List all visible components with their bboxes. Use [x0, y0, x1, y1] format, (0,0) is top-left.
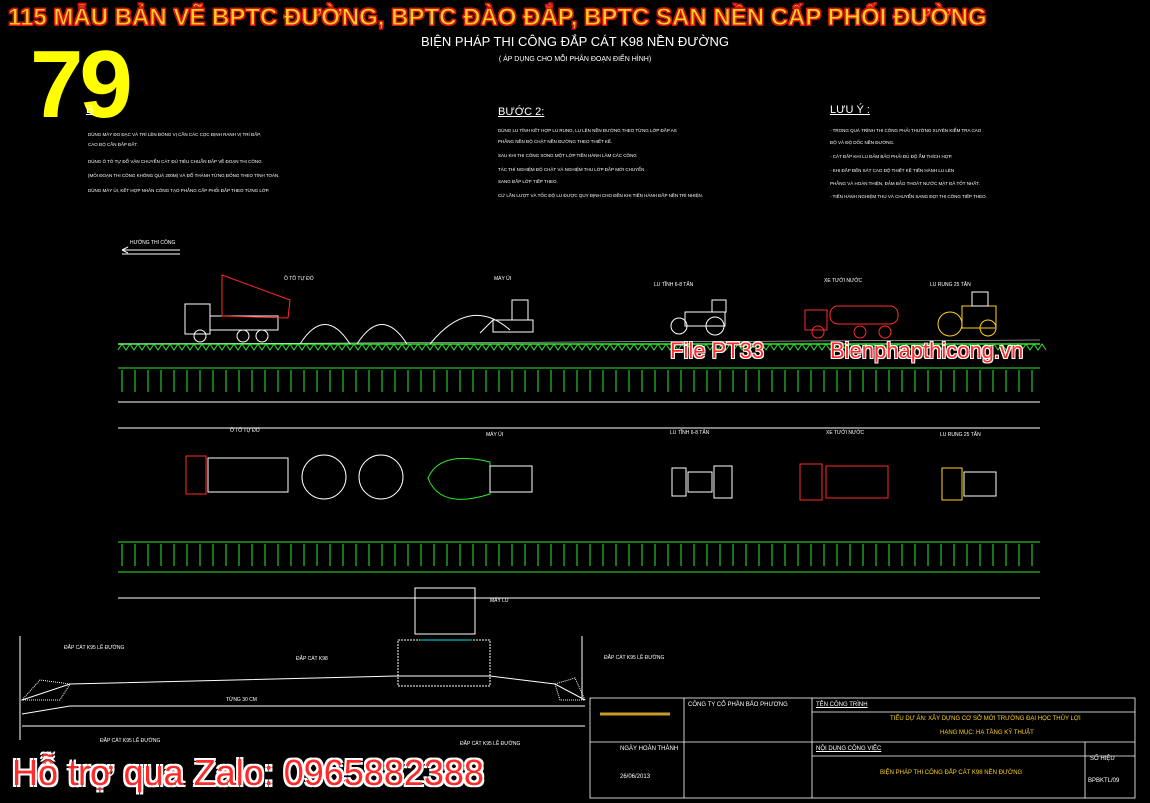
- step2-line: PHẲNG NỀN ĐỘ CHẶT NỀN ĐƯỜNG THEO THIẾT K…: [498, 139, 613, 144]
- zalo-support-text: Hỗ trợ qua Zalo: 0965882388: [12, 752, 484, 793]
- note-line: ĐỘ VÀ ĐỘ DỐC NỀN ĐƯỜNG.: [830, 140, 895, 145]
- plan-vibro-roller: [941, 467, 997, 501]
- note-line: - TRONG QUÁ TRÌNH THI CÔNG PHẢI THƯỜNG X…: [830, 128, 982, 133]
- label-left-slope: ĐẮP CÁT K95 LỀ ĐƯỜNG: [64, 645, 125, 651]
- notes-lines: - TRONG QUÁ TRÌNH THI CÔNG PHẢI THƯỜNG X…: [830, 128, 987, 199]
- plan-label-dump-truck: Ô TÔ TỰ ĐỔ: [230, 428, 260, 434]
- notes-header: LƯU Ý :: [830, 104, 870, 116]
- step2-lines: DÙNG LU TĨNH KẾT HỢP LU RUNG, LU LÊN NỀN…: [498, 128, 703, 198]
- label-layer: TỪNG 30 CM: [226, 697, 257, 703]
- label-bottom-left: ĐẮP CÁT K95 LỀ ĐƯỜNG: [100, 738, 161, 744]
- plan-label-static-roller: LU TĨNH 6-8 TẤN: [670, 430, 710, 436]
- tb-project-line2: HẠNG MỤC: HẠ TẦNG KỸ THUẬT: [940, 730, 1034, 736]
- title-block-frame: [589, 697, 1136, 799]
- plan-static-roller: [671, 465, 733, 499]
- ground-elevation: [117, 339, 1047, 351]
- note-line: PHẲNG VÀ HOÀN THIỆN, ĐẢM BẢO THOÁT NƯỚC …: [830, 181, 980, 186]
- note-line: - KHI ĐẮP ĐẾN SÁT CAO ĐỘ THIẾT KẾ TIẾN H…: [830, 168, 955, 173]
- plan-label-bulldozer: MÁY ỦI: [486, 432, 504, 438]
- watermark-file: File PT33: [670, 338, 765, 363]
- step2-line: SANG ĐẮP LỚP TIẾP THEO.: [498, 179, 558, 184]
- label-water-truck: XE TƯỚI NƯỚC: [824, 278, 863, 284]
- tb-content-label: NỘI DUNG CÔNG VIỆC: [816, 746, 882, 752]
- step2-line: SAU KHI THI CÔNG XONG MỘT LỚP TIẾN HÀNH …: [498, 153, 637, 158]
- tick-band-2: [118, 541, 1040, 599]
- sample-number: 79: [30, 31, 133, 138]
- tb-number-label: SỐ HIỆU: [1090, 756, 1115, 762]
- bulldozer-elevation: [479, 299, 534, 334]
- step1-header: B: [86, 104, 94, 116]
- label-dump-truck: Ô TÔ TỰ ĐỔ: [284, 276, 314, 282]
- tb-date-value: 26/06/2013: [620, 774, 651, 780]
- label-bulldozer: MÁY ỦI: [494, 276, 512, 282]
- step1-line: (MỖI ĐOẠN THI CÔNG KHÔNG QUÁ 200M) VÀ ĐỔ…: [88, 173, 280, 178]
- step1-line: DÙNG MÁY ĐO ĐẠC VÀ TRÍ LÊN ĐÓNG VỊ CẦN C…: [88, 132, 261, 137]
- tb-date-label: NGÀY HOÀN THÀNH: [620, 746, 679, 752]
- banner-title: 115 MẪU BẢN VẼ BPTC ĐƯỜNG, BPTC ĐÀO ĐẮP,…: [8, 4, 988, 32]
- label-bottom-right: ĐẮP CÁT K95 LỀ ĐƯỜNG: [460, 741, 521, 747]
- step1-lines: DÙNG MÁY ĐO ĐẠC VÀ TRÍ LÊN ĐÓNG VỊ CẦN C…: [88, 132, 280, 193]
- plan-sand-piles: [301, 454, 533, 500]
- step2-line: TÁC THÍ NGHIỆM ĐỘ CHẶT VÀ NGHIỆM THU LỚP…: [498, 167, 645, 172]
- step1-line: DÙNG Ô TÔ TỰ ĐỔ VẬN CHUYỂN CÁT ĐÚ TIÊU C…: [88, 159, 262, 164]
- plan-label-vibro-roller: LU RUNG 25 TẤN: [940, 432, 981, 438]
- direction-label: HƯỚNG THI CÔNG: [130, 240, 176, 246]
- step1-line: DÙNG MÁY ỦI, KẾT HỢP NHÂN CÔNG TẠO PHẲNG…: [88, 188, 270, 193]
- tb-number-value: BPBKTL/09: [1088, 778, 1120, 784]
- vibro-roller-elevation: [937, 291, 997, 337]
- step2-line: DÙNG LU TĨNH KẾT HỢP LU RUNG, LU LÊN NỀN…: [498, 128, 677, 133]
- note-line: - CÁT ĐẮP KHI LU ĐẢM BẢO PHẢI ĐỦ ĐỘ ẨM T…: [830, 154, 953, 159]
- tb-company: CÔNG TY CỔ PHẦN BẢO PHƯƠNG: [688, 702, 788, 708]
- label-right-slope: ĐẮP CÁT K95 LỀ ĐƯỜNG: [604, 655, 665, 661]
- step2-header: BƯỚC 2:: [498, 106, 545, 118]
- label-static-roller: LU TĨNH 6-8 TẤN: [654, 282, 694, 288]
- direction-arrow: [121, 246, 180, 255]
- drawing-subtitle: ( ÁP DỤNG CHO MỖI PHÂN ĐOẠN ĐIỂN HÌNH): [498, 56, 652, 63]
- tick-band-1: [118, 367, 1040, 429]
- dump-truck-elevation: [184, 274, 291, 343]
- step2-line: CỨ LẦN LƯỢT VÀ TỐC ĐỘ LU ĐƯỢC QUY ĐỊNH C…: [498, 193, 704, 198]
- drawing-title: BIỆN PHÁP THI CÔNG ĐẮP CÁT K98 NỀN ĐƯỜNG: [420, 34, 730, 49]
- tb-project-label: TÊN CÔNG TRÌNH: [816, 702, 868, 708]
- label-sand-k98: ĐẮP CÁT K98: [296, 656, 328, 662]
- plan-label-water-truck: XE TƯỚI NƯỚC: [826, 430, 865, 436]
- tb-content-value: BIỆN PHÁP THI CÔNG ĐẮP CÁT K98 NỀN ĐƯỜNG: [880, 770, 1023, 776]
- plan-water-truck: [799, 463, 889, 501]
- tb-project-line1: TIỂU DỰ ÁN: XÂY DỰNG CƠ SỞ MỚI TRƯỜNG ĐẠ…: [890, 716, 1081, 722]
- sand-piles-elevation: [299, 315, 511, 345]
- label-roller: MÁY LU: [490, 598, 509, 604]
- watermark-site: Bienphapthicong.vn: [830, 338, 1024, 363]
- note-line: - TIẾN HÀNH NGHIỆM THU VÀ CHUYỂN SANG ĐỢ…: [830, 194, 987, 199]
- water-truck-elevation: [804, 305, 899, 339]
- plan-dump-truck: [185, 455, 289, 495]
- cross-section: [19, 587, 586, 740]
- static-roller-elevation: [670, 299, 727, 336]
- step1-line: CAO ĐỘ CẦN ĐẮP ĐẤT.: [88, 142, 138, 147]
- label-vibro-roller: LU RUNG 25 TẤN: [930, 282, 971, 288]
